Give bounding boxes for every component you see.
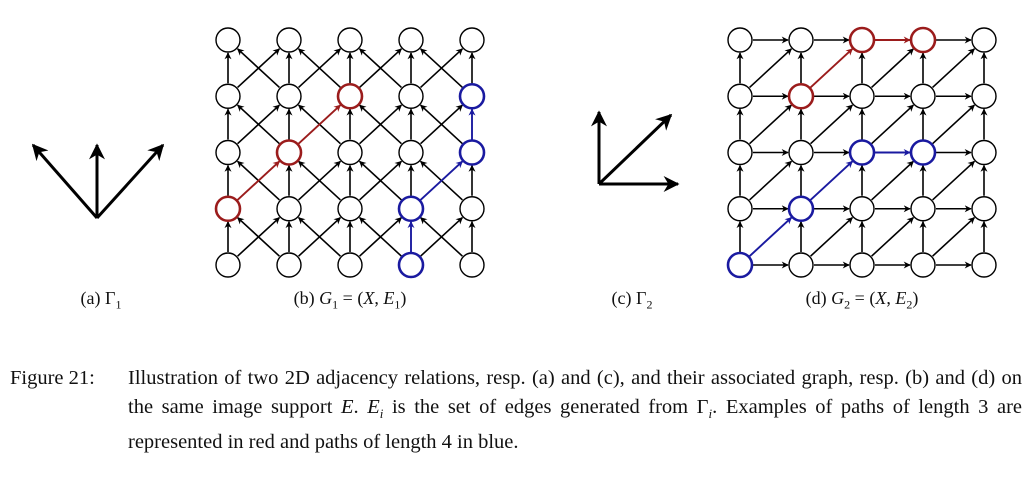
blue-path-node [726,251,754,279]
blue-path-edge [419,160,464,201]
graph-edge [420,48,463,89]
blue-path-node [787,195,815,223]
graph-node [971,196,997,222]
graph-node [215,27,241,53]
graph-node [849,252,875,278]
blue-path-edge [809,160,854,201]
graph-node [337,139,363,166]
graph-edge [871,160,914,201]
subfigure-label-b: (b) G1 = (X, E1) [293,288,407,312]
graph-edge [932,216,975,257]
graph-node [276,196,302,222]
graph-edge [932,48,975,89]
graph-edge [932,104,975,145]
graph-edge [420,104,463,145]
gamma1-arrow [31,143,99,219]
red-path-node [848,26,876,54]
graph-node [215,252,241,278]
graph-node [398,83,424,109]
graph-node [337,252,363,278]
graph-edge [871,48,914,89]
graph-node [276,252,302,278]
graph-node [215,83,241,109]
graph-edge [298,48,341,89]
graph-node [459,252,485,278]
graph-edge [359,216,402,257]
caption-label: Figure 21: [10,367,95,389]
gamma2-adjacency-diagram [591,110,680,192]
graph-node [276,27,302,53]
graph-node [971,27,997,53]
graph-g1-diagram [214,27,486,279]
graph-node [459,27,485,53]
subfigure-label-d: (d) G2 = (X, E2) [805,288,919,312]
graph-edge [359,104,402,145]
graph-node [788,252,814,278]
graph-node [971,83,997,109]
red-path-edge [236,160,281,201]
red-path-node [787,82,815,110]
graph-node [727,139,753,166]
graph-edge [237,104,280,145]
red-path-node [336,82,364,110]
graph-node [459,196,485,222]
graph-edge [749,104,792,145]
blue-path-node [848,139,876,166]
graph-g2-diagram [726,26,997,279]
red-path-node [909,26,937,54]
figure-caption: Figure 21: Illustration of two 2D adjace… [10,364,1022,457]
graph-edge [932,160,975,201]
red-path-node [214,195,242,223]
subfigure-label-a: (a) Γ1 [80,288,122,312]
graph-node [788,27,814,53]
graph-node [849,83,875,109]
blue-path-node [458,139,486,166]
caption-text: Illustration of two 2D adjacency relatio… [128,367,1023,454]
graph-edge [420,216,463,257]
graph-node [971,139,997,166]
graph-node [276,83,302,109]
graph-node [910,196,936,222]
graph-node [971,252,997,278]
graph-node [398,27,424,53]
graph-edge [749,160,792,201]
gamma2-arrow [597,113,673,186]
graph-node [727,27,753,53]
graph-edge [810,216,853,257]
graph-node [337,196,363,222]
graph-edge [237,48,280,89]
blue-path-edge [748,216,793,257]
graph-node [215,139,241,166]
red-path-node [275,139,303,166]
red-path-edge [297,104,342,145]
blue-path-node [458,82,486,110]
graph-edge [237,216,280,257]
graph-node [337,27,363,53]
graph-edge [298,216,341,257]
graph-node [727,196,753,222]
graph-node [849,196,875,222]
graph-edge [810,104,853,145]
graph-node [910,252,936,278]
gamma1-adjacency-diagram [31,143,165,220]
blue-path-node [397,251,425,279]
graph-edge [871,216,914,257]
gamma1-arrow [95,143,165,220]
subfigure-label-c: (c) Γ2 [611,288,653,312]
graph-edge [298,160,341,201]
graph-edge [359,48,402,89]
red-path-edge [809,48,854,89]
graph-edge [359,160,402,201]
blue-path-node [397,195,425,223]
graph-node [398,139,424,166]
graph-node [788,139,814,166]
graph-node [910,83,936,109]
graph-edge [749,48,792,89]
figure-graphic [31,26,997,279]
graph-node [727,83,753,109]
blue-path-node [909,139,937,166]
graph-edge [871,104,914,145]
